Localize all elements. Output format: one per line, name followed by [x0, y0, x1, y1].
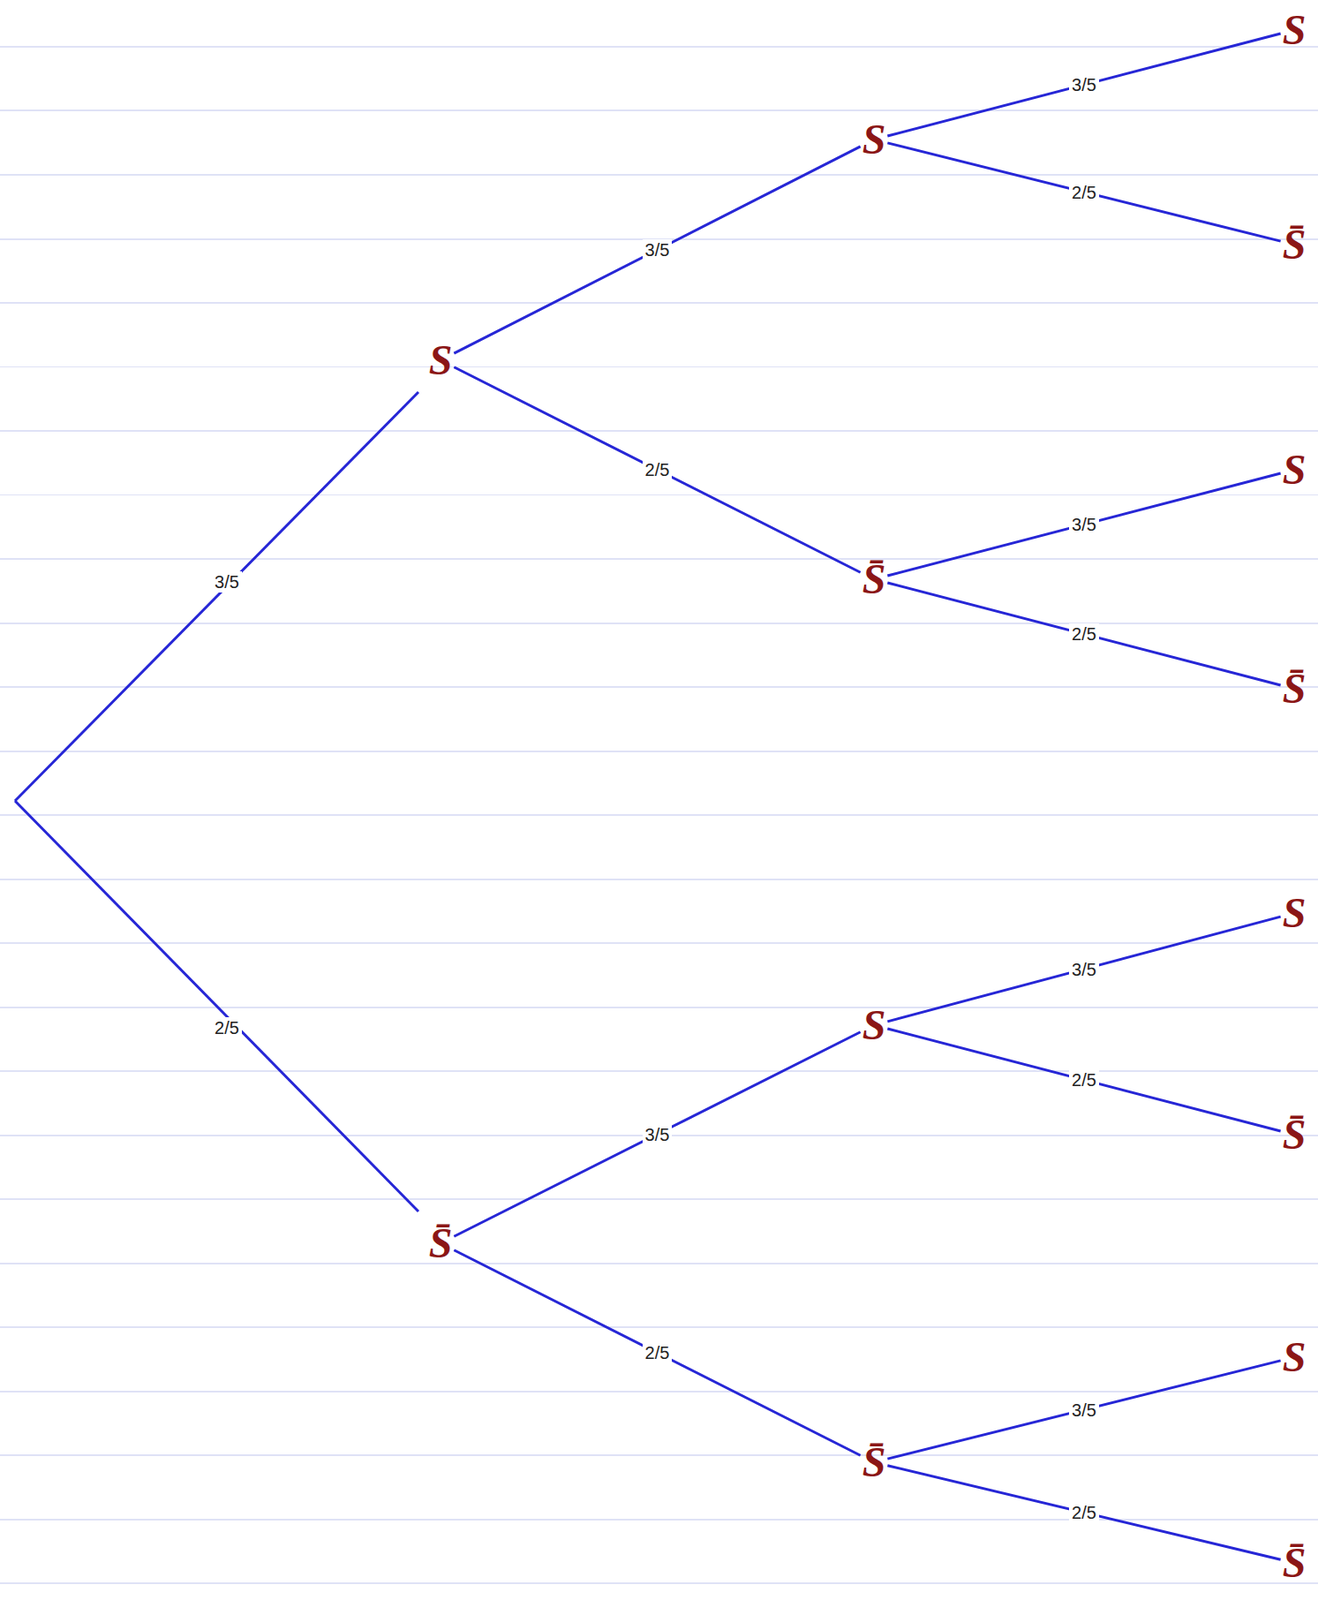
outcome-text: S — [1282, 1332, 1307, 1381]
root-branch — [15, 391, 419, 801]
outcome-node: S̄ — [1277, 1106, 1312, 1162]
outcome-text: S — [429, 335, 453, 385]
probability-label: 2/5 — [1069, 1501, 1100, 1523]
outcome-node: S̄ — [423, 1214, 459, 1271]
branch-line — [453, 367, 860, 573]
outcome-node: S̄ — [857, 1433, 892, 1490]
outcome-text: S — [862, 1000, 887, 1049]
outcome-node: S — [1277, 884, 1312, 941]
probability-label: 2/5 — [211, 1016, 242, 1039]
probability-label: 3/5 — [642, 1123, 673, 1145]
outcome-text: S̄ — [1282, 663, 1307, 713]
outcome-node: S̄ — [1277, 216, 1312, 272]
probability-label: 2/5 — [1069, 1069, 1100, 1091]
outcome-node: S — [1277, 441, 1312, 498]
branch-line — [453, 1031, 860, 1237]
probability-label: 2/5 — [1069, 181, 1100, 204]
outcome-text: S — [1282, 5, 1307, 54]
outcome-node: S — [857, 111, 892, 167]
outcome-text: S̄ — [1282, 219, 1307, 269]
outcome-node: S — [423, 331, 459, 388]
outcome-text: S — [862, 114, 887, 164]
probability-label: 3/5 — [211, 571, 242, 593]
probability-label: 2/5 — [1069, 623, 1100, 645]
outcome-node: S — [1277, 1, 1312, 58]
outcome-text: S̄ — [1282, 1109, 1307, 1159]
probability-label: 3/5 — [1069, 958, 1100, 980]
branch-line — [887, 33, 1281, 136]
probability-label: 2/5 — [642, 459, 673, 481]
branch-line — [887, 1465, 1281, 1560]
outcome-node: S̄ — [1277, 1534, 1312, 1590]
branch-line — [887, 916, 1281, 1022]
outcome-node: S — [1277, 1328, 1312, 1385]
outcome-node: S — [857, 996, 892, 1053]
probability-label: 3/5 — [1069, 513, 1100, 535]
outcome-text: S — [1282, 888, 1307, 937]
outcome-node: S̄ — [857, 550, 892, 607]
outcome-text: S̄ — [862, 554, 887, 603]
probability-label: 3/5 — [1069, 1399, 1100, 1421]
outcome-text: S̄ — [862, 1437, 887, 1486]
outcome-text: S̄ — [429, 1218, 453, 1267]
probability-label: 3/5 — [642, 239, 673, 261]
probability-label: 3/5 — [1069, 74, 1100, 96]
branch-line — [887, 1028, 1281, 1131]
branch-line — [887, 143, 1281, 242]
probability-label: 2/5 — [642, 1341, 673, 1364]
outcome-text: S̄ — [1282, 1537, 1307, 1587]
outcome-node: S̄ — [1277, 660, 1312, 716]
branch-line — [887, 473, 1281, 576]
root-branch — [15, 800, 419, 1212]
outcome-text: S — [1282, 444, 1307, 494]
branch-line — [887, 582, 1281, 686]
branch-line — [887, 1360, 1281, 1459]
branch-line — [453, 146, 860, 354]
branch-line — [453, 1250, 860, 1455]
